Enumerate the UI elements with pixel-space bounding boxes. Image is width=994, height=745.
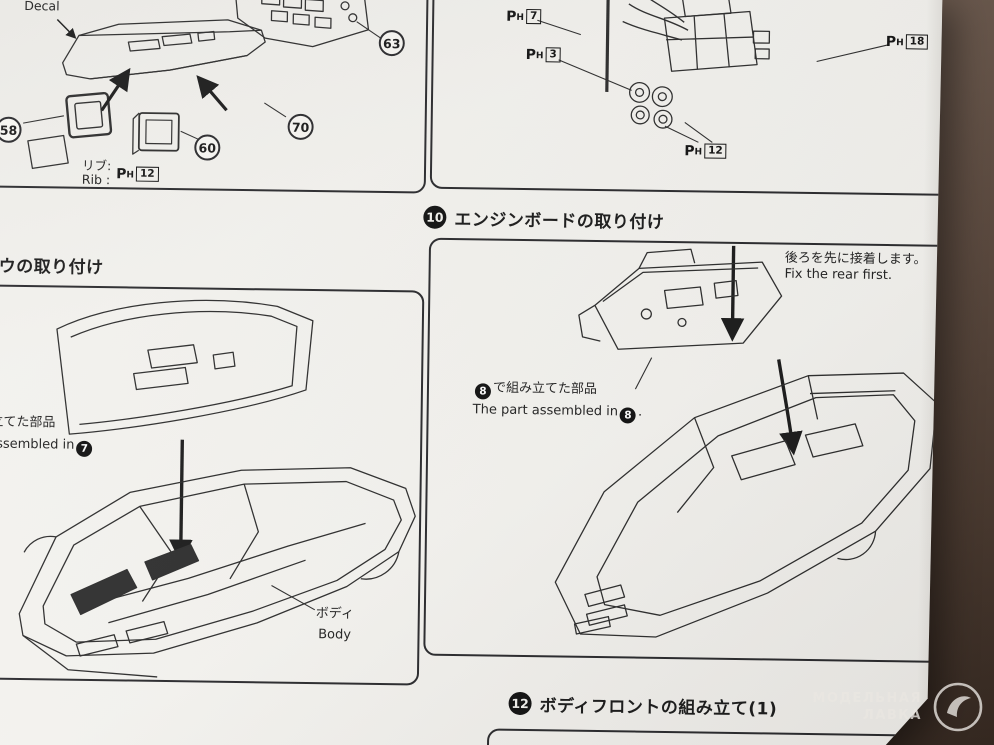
- leader-lines: [536, 20, 889, 145]
- square-part-60: [133, 113, 179, 155]
- part-leader-line: [635, 357, 651, 389]
- body-shell: [555, 368, 938, 641]
- body-label: ボディ Body: [315, 603, 354, 646]
- step-12-number: 12: [508, 692, 531, 715]
- body-tub: [18, 463, 415, 680]
- watermark-line2: ЛАВКА: [863, 708, 922, 723]
- watermark-logo-icon: [933, 682, 983, 732]
- engine-step-illustration: [432, 0, 959, 194]
- step-8-ref-circle: 8: [620, 407, 636, 423]
- step-10-title: エンジンボードの取り付け: [454, 210, 665, 233]
- watermark-text: МОДЕЛЬНАЯ ЛАВКА: [812, 690, 922, 724]
- body-label-en: Body: [318, 627, 352, 643]
- engine-part: [621, 0, 770, 130]
- leader-lines: [23, 17, 381, 142]
- body-label-jp: ボディ: [315, 606, 355, 622]
- decal-step-illustration: [0, 0, 427, 192]
- step-12-title: ボディフロントの組み立て(1): [539, 696, 778, 720]
- engine-board-illustration: [425, 240, 947, 661]
- insertion-arrow: [777, 359, 794, 450]
- engine-board-part: [578, 248, 782, 352]
- plate-part: [27, 135, 68, 169]
- step-title-partial: ウの取り付け: [0, 256, 104, 279]
- step-8-ref-circle: 8: [475, 383, 491, 399]
- rib-label-en: Rib :: [81, 171, 111, 188]
- step-7-ref-circle: 7: [76, 441, 92, 457]
- watermark-line1: МОДЕЛЬНАЯ: [812, 691, 922, 706]
- decal-label: Decal: [24, 0, 60, 14]
- step-10-header: 10 エンジンボードの取り付け: [423, 205, 664, 233]
- hood-body-illustration: [0, 286, 422, 683]
- console-part-cutoff: [233, 0, 369, 47]
- assembly-arrows: [56, 19, 228, 112]
- note-jp: 後ろを先に接着します。: [784, 250, 927, 268]
- body-leader-line: [271, 585, 315, 609]
- note-en: Fix the rear first.: [784, 266, 893, 284]
- rib-part-58: [66, 93, 111, 138]
- watermark: МОДЕЛЬНАЯ ЛАВКА: [812, 681, 984, 733]
- panel-divider-line: [607, 0, 609, 92]
- hood-part: [55, 298, 313, 437]
- insertion-arrow: [181, 440, 183, 559]
- fix-rear-arrow: [732, 246, 733, 337]
- cowl-part: [62, 18, 265, 82]
- assembled-note-jp: 立てた部品: [0, 414, 56, 431]
- step-10-number: 10: [423, 206, 446, 229]
- step-12-header: 12 ボディフロントの組み立て(1): [508, 691, 777, 720]
